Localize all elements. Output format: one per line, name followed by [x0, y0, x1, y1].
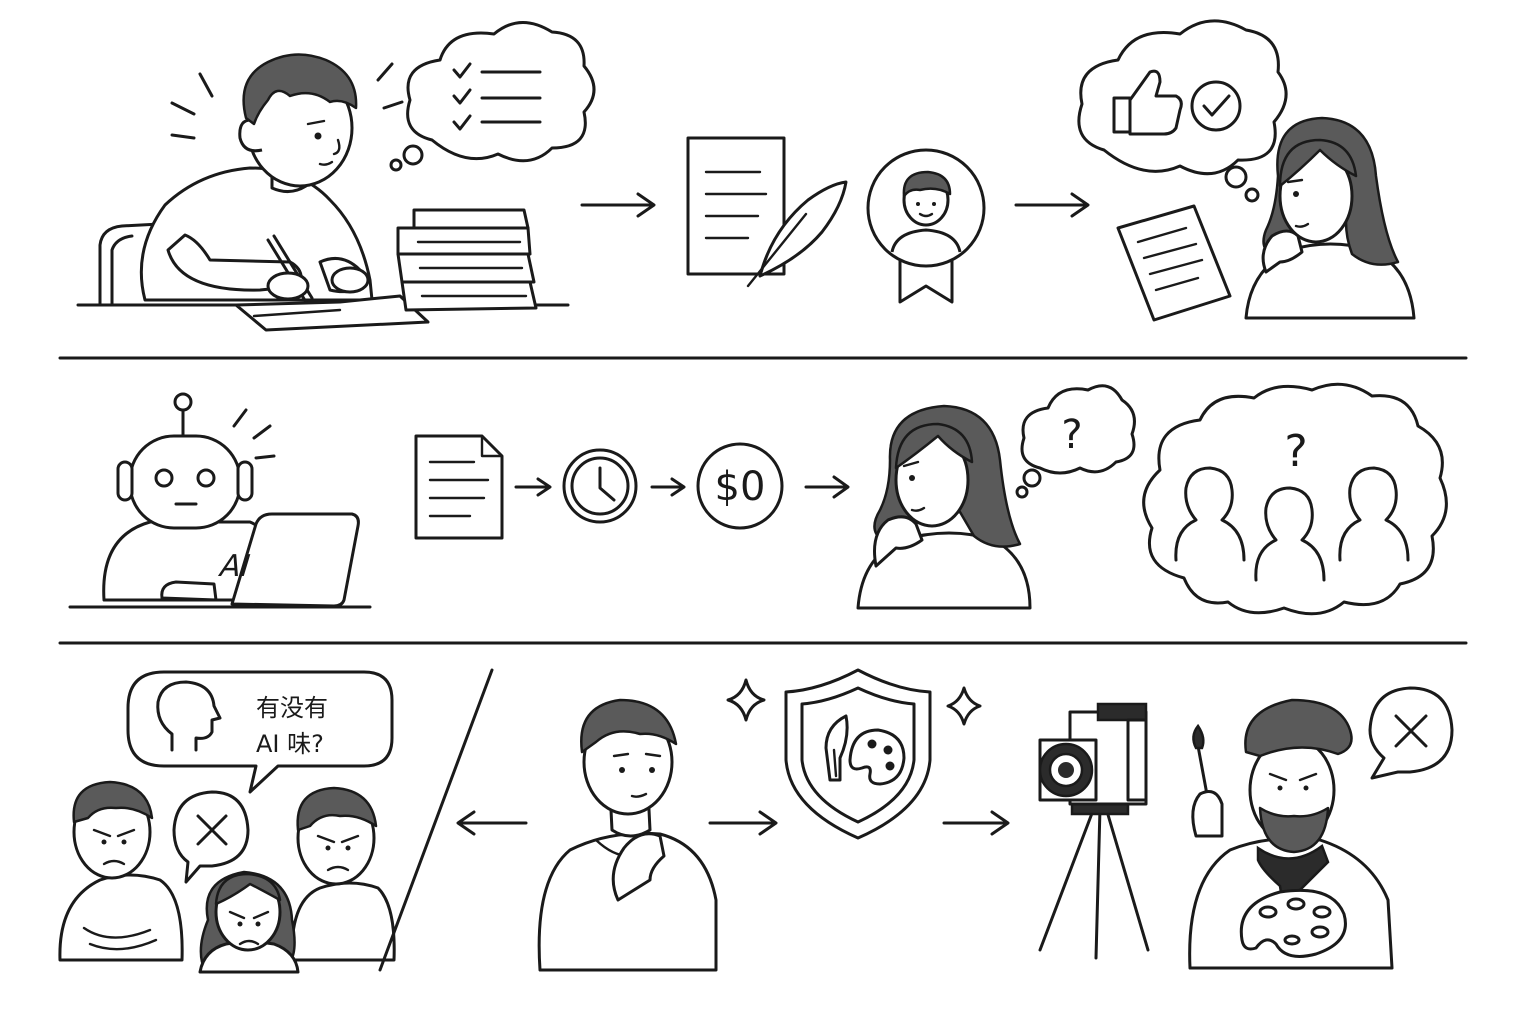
speech-bubble-line1: 有没有: [256, 694, 328, 722]
shield-art-icon: [784, 668, 932, 840]
arrow-right: [942, 810, 1010, 836]
arrow-left: [456, 810, 528, 836]
pen-nib-icon: [824, 714, 849, 782]
arrow-right: [580, 192, 656, 218]
speech-bubble-line2: AI 味?: [256, 730, 324, 758]
quill-icon: [746, 180, 848, 288]
sparkle-icon: [726, 678, 766, 722]
man-pondering: [537, 698, 718, 972]
question-mark-small: ?: [1061, 412, 1082, 458]
author-badge-icon: [866, 148, 986, 304]
arrow-right: [514, 477, 552, 497]
checklist-thought-bubble: [389, 21, 596, 172]
head-profile-icon: [156, 680, 222, 752]
arrow-right: [650, 477, 686, 497]
arrow-right: [708, 810, 778, 836]
laptop: AI: [217, 512, 360, 608]
checklist-icon: [452, 62, 542, 131]
speech-bubble: 有没有 AI 味?: [126, 670, 394, 794]
question-thought-bubble-small: ?: [1015, 384, 1136, 499]
student-writing-scene: [76, 53, 570, 332]
ai-robot-at-laptop: AI: [68, 392, 372, 609]
close-circle-icon: [1368, 686, 1454, 780]
woman-thinking: [1244, 116, 1416, 320]
approval-thought-bubble: [1077, 19, 1288, 203]
audience-thought-bubble: ?: [1142, 382, 1448, 616]
reviewed-paper: [1116, 204, 1232, 322]
palette-icon: [848, 728, 906, 786]
dollar-coin-icon: $0: [696, 442, 784, 530]
camera-icon: [1038, 702, 1150, 960]
thumbs-up-icon: [1112, 69, 1183, 136]
check-circle-icon: [1190, 80, 1242, 132]
artist-rejecting: [1188, 698, 1394, 970]
book-stack: [396, 208, 538, 312]
panel-divider-slash: [378, 668, 494, 972]
document-icon: [414, 434, 504, 540]
palette-icon: [1239, 888, 1347, 958]
arrow-right: [804, 475, 850, 499]
laptop-ai-label: AI: [217, 549, 252, 584]
cost-label: $0: [715, 464, 766, 510]
sparkle-icon: [946, 686, 982, 726]
woman-questioning: [856, 404, 1032, 610]
clock-icon: [562, 448, 638, 524]
audience-icon: [1174, 466, 1410, 582]
arrow-right: [1014, 192, 1090, 218]
angry-crowd: [58, 780, 396, 974]
close-circle-icon: [172, 790, 250, 884]
paintbrush-icon: [1192, 723, 1210, 802]
question-mark-large: ?: [1284, 426, 1307, 477]
